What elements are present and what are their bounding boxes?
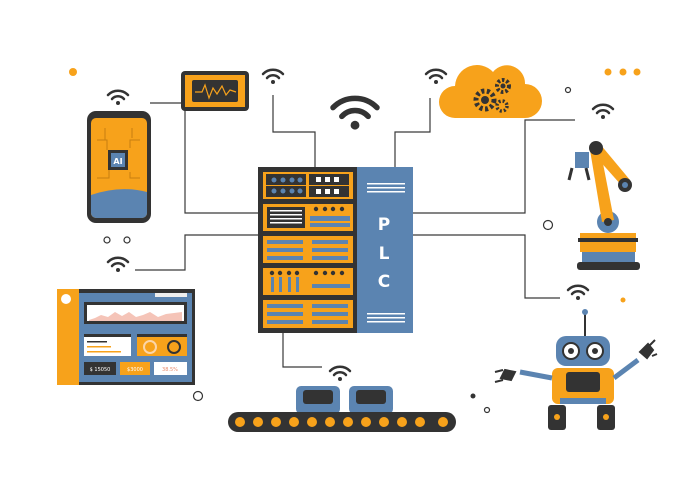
wifi-icon — [106, 89, 130, 107]
wifi-icon — [566, 284, 590, 302]
plc-label-l: L — [379, 244, 390, 264]
connection-lines — [135, 95, 575, 368]
dashboard-monitor: $ 15050 $3000 38.5% — [57, 289, 195, 385]
monitor-device — [181, 71, 249, 111]
dashboard-card-2: $3000 — [127, 367, 143, 373]
decorative-dots — [69, 68, 641, 414]
ai-chip-label: AI — [113, 157, 122, 166]
conveyor-belt — [228, 386, 456, 432]
wifi-icon — [591, 103, 615, 121]
plc-label-c: C — [378, 272, 390, 292]
wifi-icon — [106, 256, 130, 274]
cloud-gears-icon — [439, 65, 542, 118]
dashboard-card-3: 38.5% — [162, 367, 178, 373]
wifi-icon — [424, 68, 448, 86]
dashboard-card-1: $ 15050 — [90, 367, 111, 373]
robotic-arm — [567, 141, 640, 270]
smartphone: AI — [87, 111, 151, 223]
wifi-icon — [261, 68, 285, 86]
robot — [494, 309, 658, 430]
plc-label-p: P — [378, 215, 390, 235]
plc-cabinet: P L C — [258, 167, 413, 333]
wifi-icon — [328, 365, 352, 383]
wifi-icon-large — [333, 98, 377, 129]
